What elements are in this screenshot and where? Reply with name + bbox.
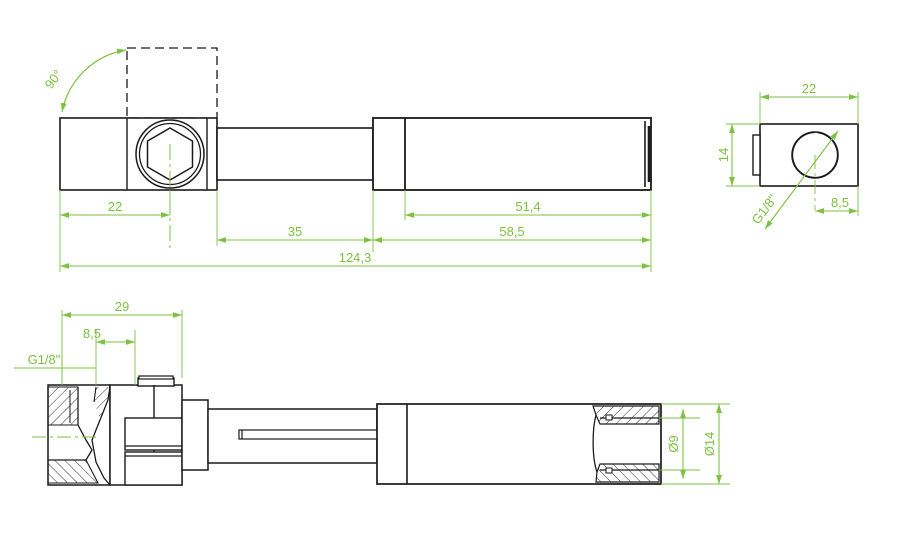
dim-124-3: 124,3 bbox=[60, 250, 651, 269]
section-neck-flange bbox=[181, 399, 209, 471]
dim-22-top: 22 bbox=[60, 199, 170, 218]
top-view-geometry bbox=[59, 47, 652, 252]
piston-rod-outline bbox=[216, 127, 374, 181]
dim-label-22-right: 22 bbox=[802, 81, 816, 96]
swivel-phantom-square bbox=[126, 47, 218, 119]
dim-label-dia-14: Ø14 bbox=[702, 432, 717, 457]
dim-label-29: 29 bbox=[115, 299, 129, 314]
section-fitting-block bbox=[32, 384, 111, 486]
dim-58-5: 58,5 bbox=[373, 224, 651, 243]
dim-22-right: 22 bbox=[760, 81, 858, 100]
dim-thread-g18-section: G1/8" bbox=[14, 352, 96, 369]
dim-label-8-5-section: 8,5 bbox=[83, 326, 101, 341]
dim-label-58-5: 58,5 bbox=[499, 224, 524, 239]
dim-label-35: 35 bbox=[288, 224, 302, 239]
dim-label-g18-right: G1/8" bbox=[749, 191, 781, 227]
dim-51-4: 51,4 bbox=[405, 199, 651, 218]
dim-label-g18-section: G1/8" bbox=[28, 352, 61, 367]
dim-label-124-3: 124,3 bbox=[339, 250, 372, 265]
section-view-geometry bbox=[32, 375, 662, 486]
dim-label-8-5-right: 8,5 bbox=[831, 195, 849, 210]
dim-label-51-4: 51,4 bbox=[515, 199, 540, 214]
dim-8-5-section: 8,5 bbox=[83, 326, 135, 345]
section-piston-rod bbox=[207, 408, 390, 464]
dim-dia-14: Ø14 bbox=[702, 404, 722, 484]
section-cylinder-barrel bbox=[376, 403, 662, 485]
dim-dia-9: Ø9 bbox=[666, 409, 686, 479]
top-view-dimensions: 90° 22 35 51,4 bbox=[41, 48, 652, 272]
dim-label-22-top: 22 bbox=[108, 199, 122, 214]
dim-8-5-right: 8,5 bbox=[815, 195, 858, 214]
dim-label-14: 14 bbox=[716, 148, 731, 162]
dim-label-90deg: 90° bbox=[41, 67, 65, 92]
dim-35: 35 bbox=[217, 224, 373, 243]
dim-label-dia-9: Ø9 bbox=[666, 435, 681, 452]
fitting-body-outline bbox=[59, 117, 218, 191]
dim-29: 29 bbox=[62, 299, 182, 318]
dim-angle-90: 90° bbox=[41, 48, 127, 113]
dim-14-right: 14 bbox=[716, 124, 735, 186]
section-view-dimensions: 29 8,5 G1/8" Ø9 bbox=[14, 299, 730, 485]
section-swivel-joint bbox=[109, 375, 183, 486]
cylinder-barrel-outline bbox=[372, 117, 652, 191]
